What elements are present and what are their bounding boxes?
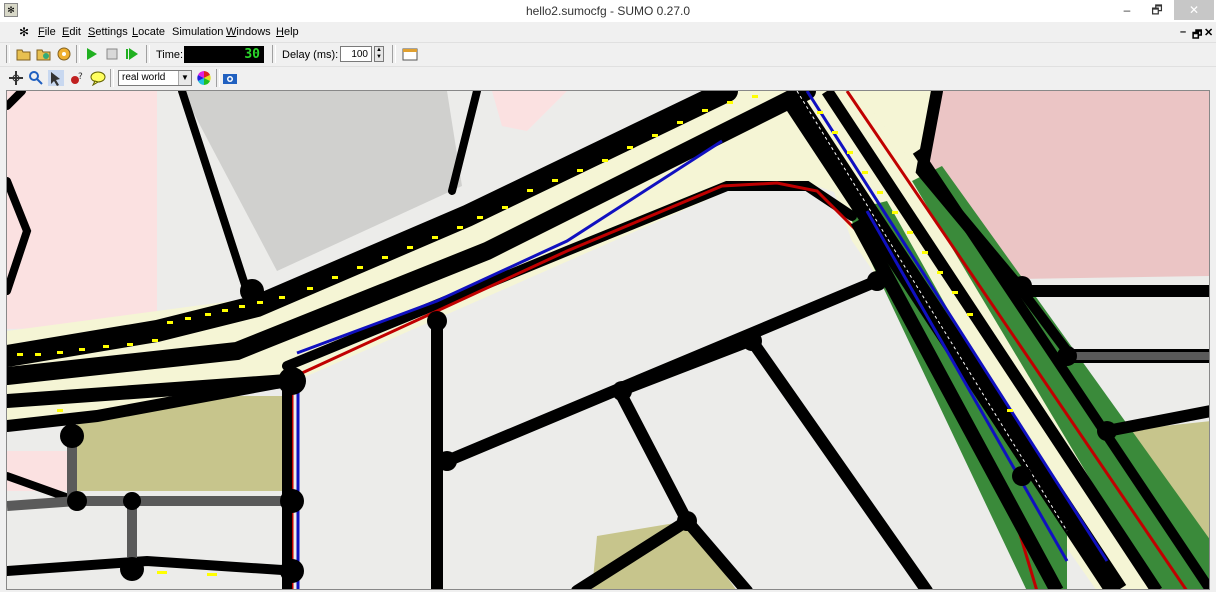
park bbox=[592, 521, 736, 589]
locate-junction-icon[interactable]: ? bbox=[68, 70, 84, 86]
sumo-app-icon[interactable]: ✻ bbox=[4, 3, 18, 17]
highway bbox=[777, 91, 1209, 589]
toolbar-separator bbox=[110, 69, 114, 87]
toolbar-separator bbox=[6, 45, 10, 63]
svg-text:?: ? bbox=[78, 72, 83, 82]
toolbar-separator bbox=[272, 45, 276, 63]
junctions bbox=[60, 271, 1117, 583]
close-button[interactable]: ✕ bbox=[1174, 0, 1214, 20]
menu-bar: ✻ File Edit Settings Locate Simulation W… bbox=[0, 22, 1216, 42]
restore-button[interactable]: 🗗 bbox=[1151, 3, 1163, 17]
menu-edit[interactable]: Edit bbox=[62, 26, 81, 38]
simulation-toolbar: Time: 30 Delay (ms): 100 ▲▼ bbox=[0, 42, 1216, 67]
color-wheel-icon[interactable] bbox=[196, 70, 212, 86]
mdi-minimize-button[interactable]: – bbox=[1180, 26, 1187, 38]
zoom-icon[interactable] bbox=[28, 70, 44, 86]
mdi-close-button[interactable]: ✕ bbox=[1204, 27, 1214, 39]
vehicles bbox=[17, 95, 1013, 576]
view-toolbar: ? real world ▼ bbox=[0, 66, 1216, 91]
color-scheme-value: real world bbox=[122, 72, 166, 83]
open-network-icon[interactable] bbox=[36, 46, 52, 62]
time-label: Time: bbox=[156, 49, 184, 61]
toolbar-separator bbox=[76, 45, 80, 63]
menu-locate[interactable]: Locate bbox=[132, 26, 166, 38]
mdi-window-icon[interactable]: ✻ bbox=[18, 25, 30, 39]
menu-file[interactable]: File bbox=[38, 26, 56, 38]
parking-area bbox=[182, 91, 462, 271]
blue-lane bbox=[296, 139, 723, 355]
blue-lane bbox=[805, 91, 1109, 562]
menu-simulation[interactable]: Simulation bbox=[172, 26, 224, 38]
screenshot-icon[interactable] bbox=[222, 70, 238, 86]
open-folder-icon[interactable] bbox=[16, 46, 32, 62]
toolbar-separator bbox=[392, 45, 396, 63]
select-mode-icon[interactable] bbox=[48, 70, 64, 86]
network-map[interactable] bbox=[7, 91, 1210, 590]
menu-help[interactable]: Help bbox=[276, 26, 299, 38]
red-lane bbox=[845, 91, 1188, 589]
mdi-restore-button[interactable]: 🗗 bbox=[1192, 29, 1203, 41]
delay-input[interactable]: 100 bbox=[340, 46, 372, 62]
delay-label: Delay (ms): bbox=[282, 49, 339, 61]
title-bar: ✻ hello2.sumocfg - SUMO 0.27.0 – 🗗 ✕ bbox=[0, 0, 1216, 22]
park bbox=[77, 396, 287, 491]
menu-windows[interactable]: Windows bbox=[226, 26, 271, 38]
menu-settings[interactable]: Settings bbox=[88, 26, 128, 38]
reload-icon[interactable] bbox=[56, 46, 72, 62]
toolbar-separator bbox=[216, 69, 220, 87]
simulation-view[interactable] bbox=[6, 90, 1210, 590]
window-title: hello2.sumocfg - SUMO 0.27.0 bbox=[525, 4, 691, 18]
time-display: 30 bbox=[184, 46, 264, 63]
run-icon[interactable] bbox=[84, 46, 100, 62]
blue-lane bbox=[865, 210, 1069, 562]
show-tooltips-icon[interactable] bbox=[90, 70, 106, 87]
new-view-icon[interactable] bbox=[402, 46, 418, 62]
stop-icon[interactable] bbox=[104, 46, 120, 62]
building bbox=[492, 91, 567, 131]
chevron-down-icon[interactable]: ▼ bbox=[178, 71, 191, 85]
minimize-button[interactable]: – bbox=[1123, 3, 1131, 17]
toolbar-separator bbox=[146, 45, 150, 63]
building bbox=[927, 91, 1209, 279]
building bbox=[7, 91, 157, 329]
recenter-view-icon[interactable] bbox=[8, 70, 24, 86]
color-scheme-select[interactable]: real world ▼ bbox=[118, 70, 192, 86]
step-icon[interactable] bbox=[124, 46, 140, 62]
delay-spinner[interactable]: ▲▼ bbox=[374, 46, 384, 62]
lane-divider bbox=[796, 91, 1068, 532]
